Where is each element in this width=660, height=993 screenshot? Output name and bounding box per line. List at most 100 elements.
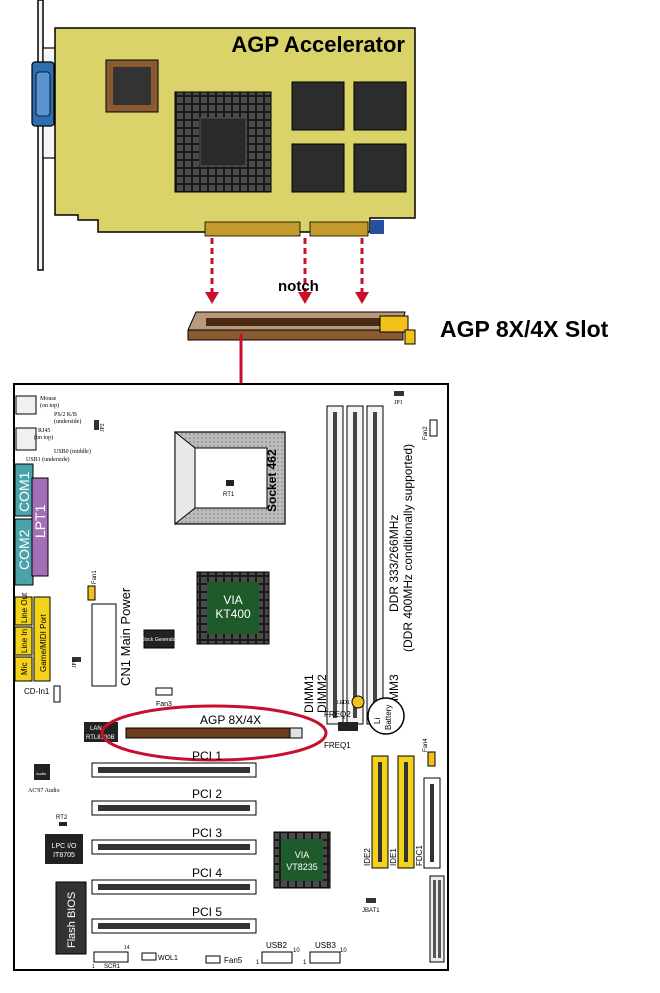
mouse-label: Mouse — [40, 396, 57, 402]
rt2-label: RT2 — [56, 815, 68, 821]
freq1-label: FREQ1 — [324, 741, 351, 750]
rt2-sensor — [59, 822, 67, 826]
battery — [367, 697, 405, 735]
ddr-speed-label: DDR 333/266MHz — [387, 515, 401, 612]
lan-label-2: RTL8100B — [86, 735, 115, 741]
northbridge-label-2: KT400 — [215, 607, 251, 621]
flash-bios-label: Flash BIOS — [66, 892, 78, 948]
clock-gen-label: Clock Generator — [141, 637, 178, 643]
cpu-socket — [174, 430, 286, 526]
fan3-header — [155, 687, 173, 696]
insert-arrows — [210, 238, 364, 292]
pci3-label: PCI 3 — [192, 826, 222, 840]
jp3-jumper — [72, 657, 81, 662]
usb3-pin-1: 1 — [303, 960, 307, 966]
fan5-label: Fan5 — [224, 956, 243, 965]
usb3-label: USB3 — [315, 941, 336, 950]
arrow-head — [355, 292, 369, 304]
pci5-label: PCI 5 — [192, 905, 222, 919]
rj45-port — [15, 427, 37, 451]
lpt1-port — [31, 477, 49, 577]
usb3-pin-10: 10 — [340, 948, 347, 954]
usb2-pin-10: 10 — [293, 948, 300, 954]
dimm2-label: DIMM2 — [315, 674, 329, 713]
front-panel-header — [429, 875, 445, 963]
line-out-label: Line Out — [20, 592, 29, 623]
game-port — [33, 596, 51, 682]
card-latch — [370, 220, 384, 234]
southbridge-label-1: VIA — [295, 850, 310, 860]
agp-board-label: AGP 8X/4X — [200, 713, 261, 727]
com1-label: COM1 — [16, 471, 32, 512]
wol1-label: WOL1 — [158, 955, 178, 962]
jp1-jumper — [394, 391, 404, 396]
scr1-pin-14: 14 — [124, 945, 130, 951]
dimm-slots — [326, 405, 384, 725]
memory-chip — [291, 143, 345, 193]
jp2-label: JP2 — [100, 423, 106, 432]
usb2-pin-1: 1 — [256, 960, 260, 966]
usb1-label: USB1 (underside) — [26, 456, 70, 463]
dimm1-label: DIMM1 — [302, 674, 316, 713]
cn1-power-connector — [91, 603, 117, 687]
battery-label-1: Li — [373, 718, 382, 724]
pci1-label: PCI 1 — [192, 749, 222, 763]
freq-jumpers — [338, 722, 358, 731]
rj45-sub-label: (on top) — [34, 434, 53, 441]
fan2-header — [429, 419, 438, 437]
fan2-label: Fan2 — [423, 426, 429, 440]
com2-label: COM2 — [16, 529, 32, 570]
usb2-label: USB2 — [266, 941, 287, 950]
freq2-label: FREQ2 — [324, 710, 351, 719]
jbat1-jumper — [366, 898, 376, 903]
ide1-label: IDE1 — [389, 848, 398, 866]
memory-chip — [353, 143, 407, 193]
lpc-label-1: LPC I/O — [52, 843, 77, 850]
audio-chip-label: Audio — [36, 771, 47, 776]
audio-codec-chip — [34, 764, 50, 780]
line-in-label: Line In — [20, 629, 29, 653]
ps2-label: PS/2 K/B — [54, 412, 77, 418]
mouse-port — [15, 395, 37, 415]
scr1-label: SCR1 — [104, 964, 121, 970]
notch-label: notch — [278, 278, 319, 295]
cd-in-header — [53, 685, 61, 703]
lpc-label-2: IT8705 — [53, 852, 75, 859]
memory-chip — [291, 81, 345, 131]
pci-slots — [91, 762, 257, 934]
usb2-header — [261, 951, 293, 964]
battery-label-2: Battery — [384, 705, 393, 730]
fan1-label: Fan1 — [92, 570, 98, 584]
socket-label: Socket 462 — [265, 449, 279, 512]
led1 — [351, 695, 365, 709]
slot-title: AGP 8X/4X Slot — [440, 316, 609, 342]
lan-label-1: LAN — [90, 726, 102, 732]
cn1-label: CN1 Main Power — [118, 587, 133, 686]
card-title: AGP Accelerator — [231, 32, 405, 57]
fan4-header — [427, 751, 436, 767]
scr1-header — [93, 951, 129, 963]
rt1-label: RT1 — [223, 492, 235, 498]
led1-label: LED1 — [337, 700, 350, 706]
arrow-head — [205, 292, 219, 304]
flash-bios-chip — [55, 881, 87, 955]
scr1-pin-1: 1 — [92, 964, 95, 970]
ac97-label: AC'97 Audio — [28, 788, 60, 794]
lpt1-label: LPT1 — [32, 504, 48, 538]
cd-in-label: CD-In1 — [24, 687, 50, 696]
agp-highlight-ellipse — [100, 704, 328, 762]
fdc1-label: FDC1 — [415, 845, 424, 866]
ps2-sub-label: (underside) — [54, 418, 81, 425]
usb3-header — [309, 951, 341, 964]
arrow-head — [298, 292, 312, 304]
memory-chip — [353, 81, 407, 131]
southbridge-label-2: VT8235 — [286, 862, 318, 872]
pci2-label: PCI 2 — [192, 787, 222, 801]
jp2-jumper — [94, 420, 99, 430]
gold-fingers — [204, 221, 369, 237]
line-in-jack — [14, 626, 33, 656]
usb0-label: USB0 (middle) — [54, 448, 91, 455]
lpc-io-chip — [45, 834, 83, 864]
card-bracket — [37, 0, 44, 271]
